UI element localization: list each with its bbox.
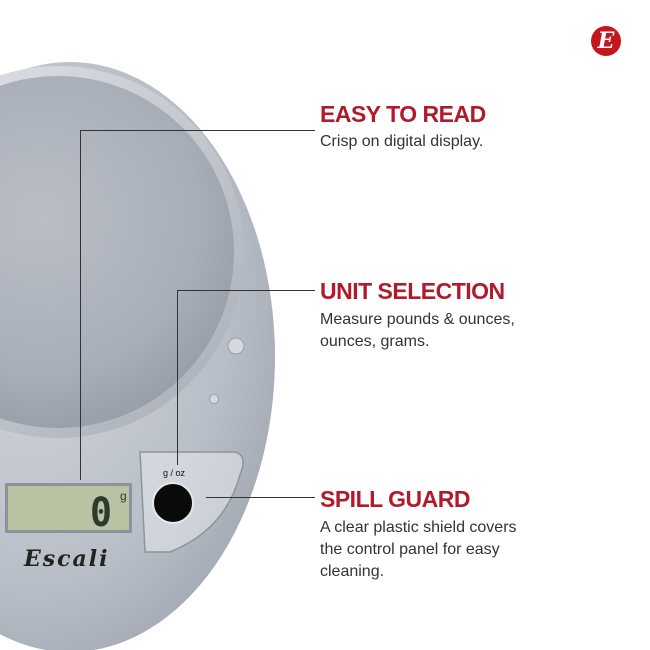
unit-button — [152, 482, 194, 524]
feature-description: Measure pounds & ounces, ounces, grams. — [320, 311, 515, 350]
callout-line — [80, 130, 81, 480]
weighing-platter — [0, 76, 234, 428]
callout-line — [80, 130, 315, 131]
feature-title: EASY TO READ — [320, 101, 486, 127]
callout-line — [177, 290, 315, 291]
lcd-display — [5, 483, 132, 533]
feature-title: SPILL GUARD — [320, 486, 470, 512]
brand-logo: E — [591, 26, 621, 56]
scale-foot-dot — [209, 394, 219, 404]
unit-button-label: g / oz — [163, 468, 186, 478]
feature-title: UNIT SELECTION — [320, 278, 505, 304]
scale-foot-dot — [227, 337, 245, 355]
scale-brand: Escali — [23, 546, 110, 572]
display-value: 0 — [90, 490, 112, 536]
feature-description: Crisp on digital display. — [320, 133, 484, 150]
scale-image: 0 g g / oz Escali — [0, 62, 275, 650]
display-unit: g — [120, 489, 127, 503]
callout-line — [177, 290, 178, 465]
feature-description: A clear plastic shield covers the contro… — [320, 519, 517, 580]
callout-line — [206, 497, 315, 498]
